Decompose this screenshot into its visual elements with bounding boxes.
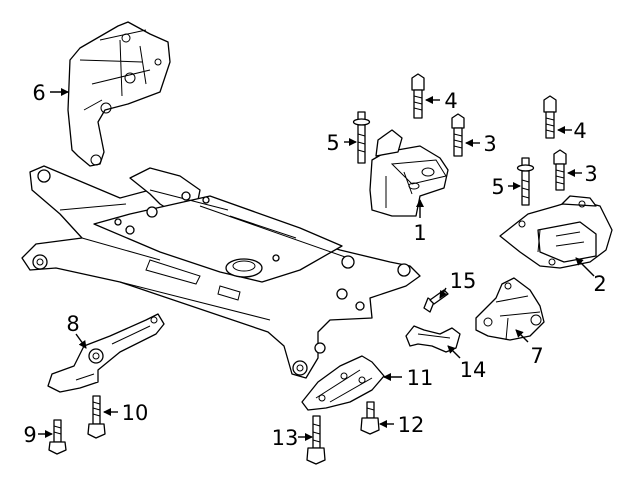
bolt-part-5-right	[516, 157, 535, 206]
callout-11: 11	[407, 366, 434, 390]
bolt-part-10	[87, 395, 106, 439]
leader-15	[439, 287, 448, 299]
bolt-part-13	[306, 415, 326, 465]
callout-2: 2	[593, 272, 606, 296]
transmission-mount-part-2	[499, 195, 613, 269]
callout-4b: 4	[573, 119, 586, 143]
bolt-part-4-right	[543, 95, 557, 139]
leader-8	[75, 333, 87, 349]
callout-10: 10	[122, 401, 149, 425]
leader-7	[515, 329, 529, 343]
bolt-part-3-right	[553, 149, 567, 191]
bolt-part-3-left	[451, 113, 465, 157]
torque-rod-part-8	[47, 313, 165, 393]
leader-14	[447, 345, 461, 359]
bolt-part-9	[48, 419, 67, 455]
callout-5b: 5	[491, 175, 504, 199]
bolt-part-15	[423, 289, 449, 313]
callout-12: 12	[398, 413, 425, 437]
callout-6: 6	[32, 81, 45, 105]
callout-8: 8	[66, 312, 79, 336]
link-part-14	[405, 325, 461, 353]
callout-15: 15	[450, 269, 477, 293]
bracket-part-7	[475, 277, 545, 341]
callout-14: 14	[460, 358, 487, 382]
subframe	[21, 165, 421, 379]
leader-2	[575, 257, 595, 277]
callout-3a: 3	[483, 132, 496, 156]
bolt-part-12	[360, 401, 380, 435]
callout-5a: 5	[326, 131, 339, 155]
bracket-part-6	[67, 21, 171, 167]
callout-9: 9	[23, 423, 36, 447]
callout-3b: 3	[584, 162, 597, 186]
bolt-part-5-left	[352, 111, 371, 164]
callout-4a: 4	[444, 89, 457, 113]
callout-7: 7	[530, 344, 543, 368]
engine-mount-part-1	[369, 129, 449, 217]
callout-13: 13	[272, 426, 299, 450]
callout-1: 1	[413, 221, 426, 245]
bolt-part-4-left	[411, 73, 425, 119]
